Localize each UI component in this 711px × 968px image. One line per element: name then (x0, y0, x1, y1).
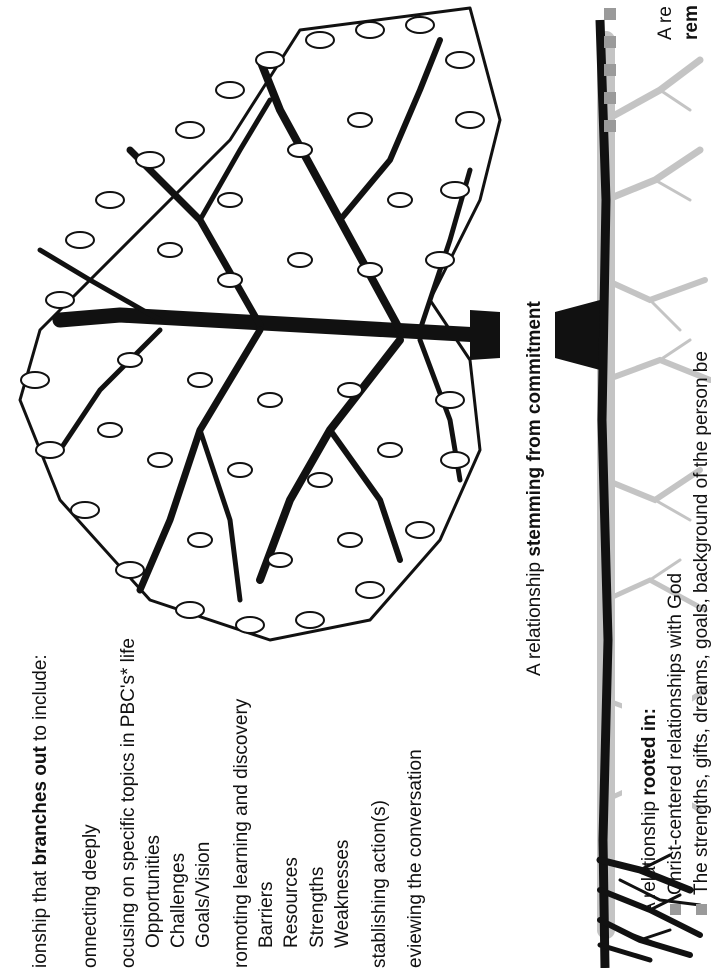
branch-item-connecting: onnecting deeply (78, 0, 103, 968)
branch-subitem: Opportunities (141, 0, 166, 968)
branch-subitem: Challenges (166, 0, 191, 968)
branches-intro: ionship that branches out to include: (28, 0, 53, 968)
roots-item: The strengths, gifts, dreams, goals, bac… (689, 0, 711, 915)
crown-label-line2: rem (679, 0, 705, 40)
crown-label: A re rem (653, 0, 705, 40)
branches-section: ionship that branches out to include: on… (28, 0, 428, 968)
branch-subitem: Resources (279, 0, 304, 968)
trunk-label: A relationship stemming from commitment (522, 0, 548, 676)
roots-heading: A relationship rooted in: (637, 0, 663, 915)
bullet-square-icon (696, 904, 707, 915)
crown-label-line1: A re (653, 0, 679, 40)
branch-subitem: Strengths (305, 0, 330, 968)
ground-line (600, 20, 608, 968)
branch-subitem: Weaknesses (330, 0, 355, 968)
branch-item-promoting: romoting learning and discovery (229, 0, 254, 968)
branch-subitem: Barriers (254, 0, 279, 968)
roots-section: A relationship rooted in: Christ-centere… (637, 0, 711, 915)
branch-subitem: Goals/Vision (191, 0, 216, 968)
bullet-square-icon (670, 904, 681, 915)
branch-item-reviewing: eviewing the conversation (403, 0, 428, 968)
branch-item-establishing: stablishing action(s) (367, 0, 392, 968)
branch-item-focusing: ocusing on specific topics in PBC's* lif… (116, 0, 141, 968)
roots-item: Christ-centered relationships with God (663, 0, 689, 915)
